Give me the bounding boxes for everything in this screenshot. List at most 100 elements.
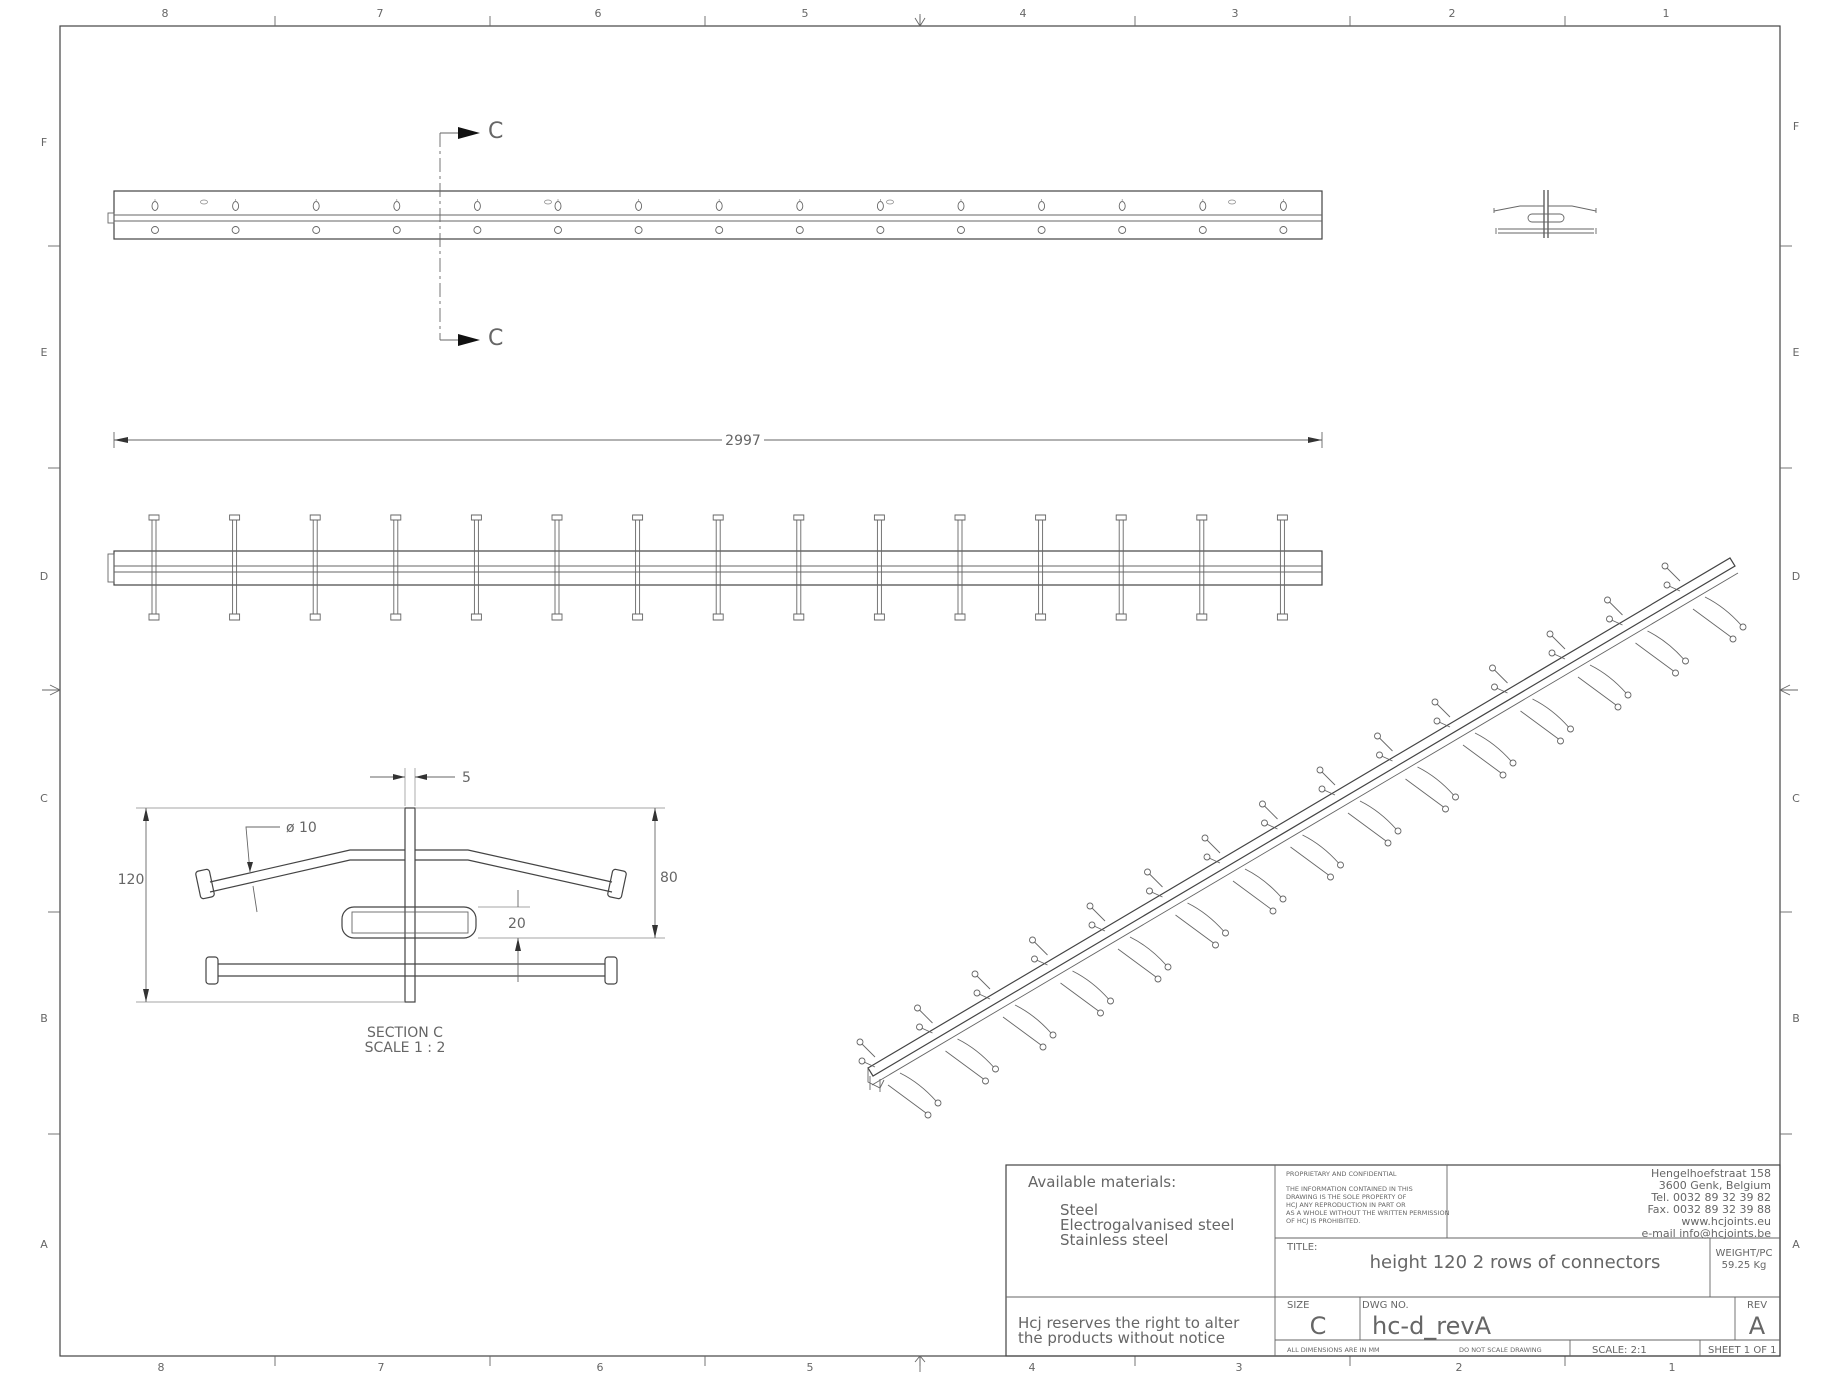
slot-mark (886, 199, 894, 205)
proprietary-line: DRAWING IS THE SOLE PROPERTY OF (1286, 1193, 1407, 1201)
section-title: SECTION C (367, 1025, 443, 1041)
connector-pin (390, 514, 402, 621)
dimensions-note: ALL DIMENSIONS ARE IN MM (1287, 1346, 1380, 1354)
notice-line: the products without notice (1018, 1329, 1225, 1347)
iso-pin (971, 970, 1057, 1051)
weight-label: WEIGHT/PC (1716, 1248, 1773, 1259)
section-cut-line: C C (439, 119, 503, 351)
section-letter: C (488, 326, 503, 351)
iso-pin (856, 1038, 942, 1119)
isometric-view (856, 557, 1747, 1119)
slot-mark (1228, 199, 1236, 205)
connector-pins (856, 562, 1747, 1119)
material-item: Steel (1060, 1201, 1098, 1219)
no-scale-note: DO NOT SCALE DRAWING (1459, 1346, 1542, 1354)
zone-row-label: C (40, 792, 48, 805)
bottom-hole (473, 226, 482, 234)
zone-col-label: 2 (1456, 1361, 1463, 1374)
top-hole (876, 201, 884, 211)
zone-row-label: D (40, 570, 48, 583)
zone-col-label: 6 (597, 1361, 604, 1374)
top-hole (715, 201, 723, 211)
zone-col-label: 2 (1449, 7, 1456, 20)
bottom-hole (1118, 226, 1127, 234)
diameter-dimension: ø 10 (286, 820, 317, 836)
zone-col-label: 3 (1232, 7, 1239, 20)
connector-pin (470, 514, 482, 621)
zone-row-label: C (1792, 792, 1800, 805)
sheet-frame (42, 14, 1798, 1372)
zone-col-label: 5 (802, 7, 809, 20)
end-view (1493, 190, 1597, 238)
zone-col-label: 1 (1663, 7, 1670, 20)
drawing-title: height 120 2 rows of connectors (1370, 1252, 1661, 1273)
section-arrow-icon (458, 127, 480, 139)
bottom-hole (1198, 226, 1207, 234)
zone-row-label: E (1793, 346, 1800, 359)
iso-pin (1316, 766, 1402, 847)
top-hole (1199, 201, 1207, 211)
connector-pin (954, 514, 966, 621)
connector-pin (712, 514, 724, 621)
section-arrow-icon (458, 334, 480, 346)
section-letter: C (488, 119, 503, 144)
top-hole (1279, 201, 1287, 211)
proprietary-heading: PROPRIETARY AND CONFIDENTIAL (1286, 1170, 1397, 1178)
address-line: Fax. 0032 89 32 39 88 (1647, 1203, 1771, 1216)
connector-pin (1196, 514, 1208, 621)
zone-col-label: 3 (1236, 1361, 1243, 1374)
top-view (107, 190, 1323, 240)
connector-pin (873, 514, 885, 621)
connector-holes (151, 199, 1288, 234)
top-hole (957, 201, 965, 211)
top-hole (151, 201, 159, 211)
iso-pin (914, 1004, 999, 1085)
height-dimension: 120 (118, 872, 145, 888)
zone-col-label: 8 (158, 1361, 165, 1374)
bottom-hole (554, 226, 562, 234)
size-label: SIZE (1287, 1300, 1309, 1311)
top-hole (1038, 201, 1046, 211)
address-line: www.hcjoints.eu (1681, 1215, 1771, 1228)
zone-col-label: 8 (162, 7, 169, 20)
bottom-hole (1037, 226, 1046, 234)
top-hole (232, 201, 240, 211)
top-hole (393, 201, 401, 211)
offset-dimension: 20 (508, 916, 526, 932)
top-hole (312, 201, 320, 211)
dwg-label: DWG NO. (1362, 1300, 1409, 1311)
address-line: 3600 Genk, Belgium (1659, 1179, 1771, 1192)
zone-col-label: 4 (1020, 7, 1027, 20)
zone-row-label: E (41, 346, 48, 359)
connector-pin (793, 514, 805, 621)
zone-col-label: 5 (807, 1361, 814, 1374)
zone-row-label: B (1792, 1012, 1800, 1025)
top-hole (554, 201, 562, 211)
zone-col-label: 7 (378, 1361, 385, 1374)
iso-pin (1546, 630, 1632, 711)
zone-row-label: D (1792, 570, 1800, 583)
connector-pin (309, 514, 321, 621)
zone-row-label: F (41, 136, 47, 149)
slot-mark (544, 199, 552, 205)
zone-col-label: 6 (595, 7, 602, 20)
connector-pin (229, 514, 241, 621)
connector-pin (1035, 514, 1047, 621)
proprietary-line: THE INFORMATION CONTAINED IN THIS (1285, 1185, 1413, 1193)
top-hole (1118, 201, 1126, 211)
title-block: Available materials: Steel Electrogalvan… (1005, 1164, 1781, 1357)
rev-label: REV (1747, 1300, 1767, 1311)
connector-pins (148, 514, 1288, 621)
connector-pin (551, 514, 563, 621)
section-scale: SCALE 1 : 2 (365, 1040, 446, 1056)
address-line: Tel. 0032 89 32 39 82 (1650, 1191, 1771, 1204)
iso-pin (1489, 664, 1574, 745)
connector-pin (148, 514, 160, 621)
zone-row-label: A (40, 1238, 48, 1251)
bottom-hole (1279, 226, 1288, 234)
iso-pin (1374, 732, 1459, 813)
bottom-hole (231, 226, 240, 234)
connector-pin (632, 514, 644, 621)
upper-height-dimension: 80 (660, 870, 678, 886)
zone-col-label: 1 (1669, 1361, 1676, 1374)
